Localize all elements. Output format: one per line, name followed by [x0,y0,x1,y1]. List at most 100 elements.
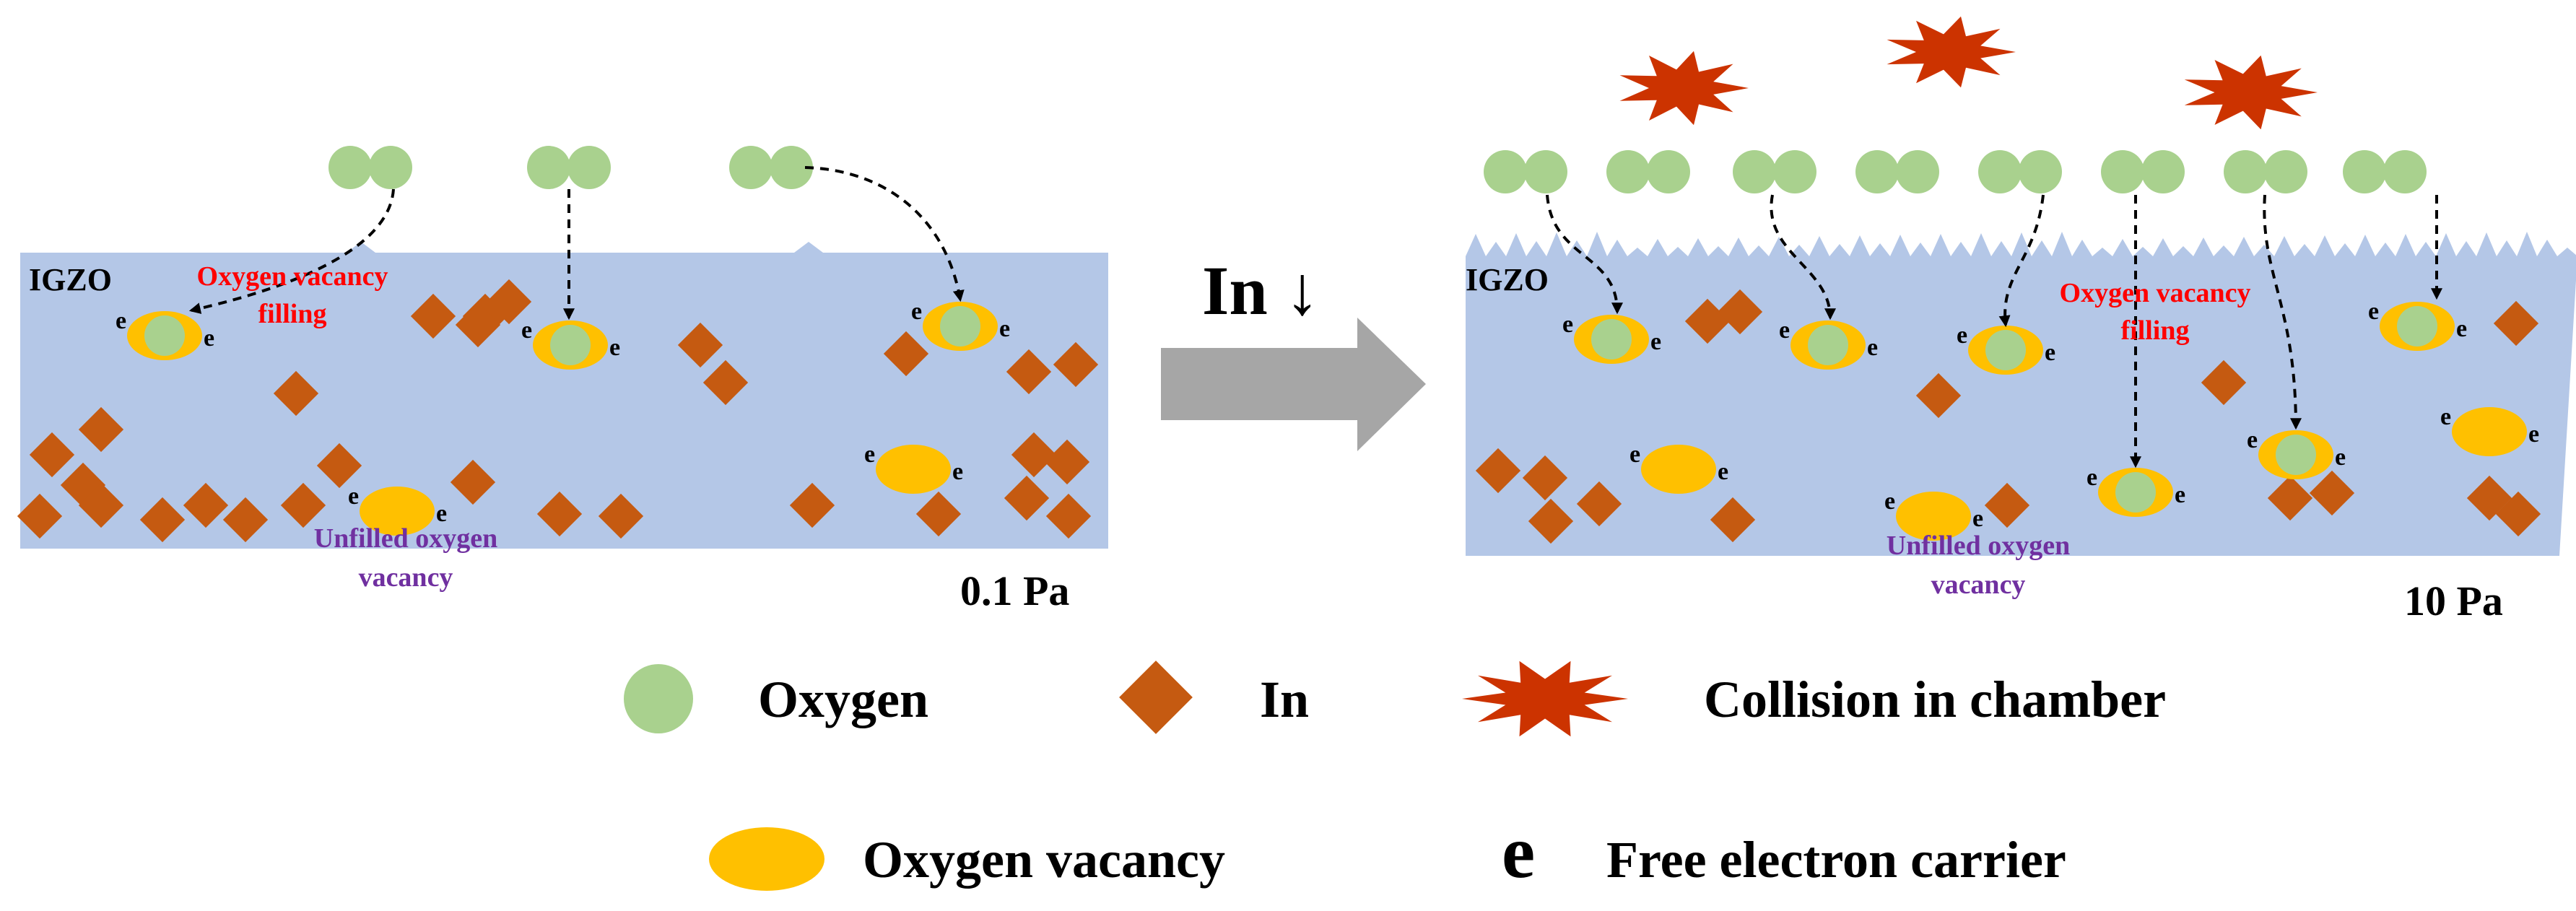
filled-oxygen [1591,319,1632,359]
filled-oxygen [144,315,185,356]
oxygen-atom [369,146,412,189]
oxygen-atom [2019,150,2062,193]
oxygen-vacancy [2452,407,2527,456]
in-atom [139,497,186,543]
collision-burst [1887,16,2016,88]
transition-label: In ↓ [1202,252,1320,329]
oxygen-atom [770,146,813,189]
in-atom [2309,470,2355,516]
filled-oxygen [550,325,591,365]
in-atom [316,443,362,489]
oxygen-atom [2101,150,2144,193]
electron-label: e [999,315,1010,342]
diffusion-arrow [1998,194,2045,328]
left-unfilled-label: Unfilled oxygen [314,523,497,554]
left-igzo-layer [20,242,1108,549]
legend: Oxygen In Collision in chamber Oxygen va… [624,661,2166,894]
electron-label: e [2456,315,2467,342]
oxygen-atom [1484,150,1527,193]
collision-burst [1462,661,1628,737]
in-atom [1576,481,1622,527]
filled-oxygen [2397,306,2437,346]
right-igzo-label: IGZO [1466,262,1549,297]
oxygen-atom [2141,150,2185,193]
in-atom [183,482,229,528]
transition-arrow [1161,318,1426,451]
electron-label: e [1884,488,1895,515]
in-atom [1475,448,1521,494]
left-diffusion-arrows [188,166,965,321]
in-atom [1004,475,1050,521]
in-atom [915,491,962,537]
in-atom [273,370,319,417]
left-surface-oxygen [328,146,813,189]
legend-electron-icon: e [1502,811,1535,894]
left-unfilled-label-2: vacancy [359,562,453,593]
in-atom [410,293,456,339]
left-pressure-label: 0.1 Pa [960,567,1069,614]
electron-label: e [609,334,620,361]
oxygen-atom [1647,150,1690,193]
right-filling-label: Oxygen vacancy [2060,278,2251,308]
oxygen-vacancy [360,487,435,536]
oxygen-atom [1524,150,1567,193]
legend-vacancy-icon [709,827,824,891]
electron-label: e [1779,317,1790,344]
legend-in-label: In [1260,671,1309,728]
oxygen-vacancy [1641,445,1716,494]
legend-collision-label: Collision in chamber [1704,671,2166,728]
in-atom [536,491,583,537]
electron-label: e [1718,458,1728,485]
oxygen-atom [1896,150,1939,193]
in-atom [598,493,644,539]
diffusion-arrow [188,188,395,314]
in-atom [1528,498,1574,544]
oxygen-atom [1773,150,1816,193]
electron-label: e [2175,481,2185,508]
electron-label: e [952,458,963,485]
right-unfilled-label-2: vacancy [1931,570,2026,600]
diffusion-arrow [1770,194,1836,321]
in-atom [1710,497,1756,543]
in-atom [29,432,75,478]
electron-label: e [2045,339,2055,366]
filled-oxygen [1808,325,1848,365]
oxygen-atom [2224,150,2267,193]
collision-burst [1619,51,1749,126]
filled-oxygen [2115,472,2156,513]
oxygen-vacancy [1896,492,1971,541]
left-filling-label: Oxygen vacancy [197,261,388,292]
in-atom [1011,432,1057,478]
electron-label: e [116,308,126,334]
electron-label: e [2440,404,2451,430]
oxygen-atom [1733,150,1776,193]
in-atom [1045,493,1092,539]
oxygen-atom [1606,150,1650,193]
left-in-atoms [17,279,1099,543]
filled-oxygen [1985,330,2026,370]
electron-label: e [2247,427,2258,453]
oxygen-atom [567,146,611,189]
in-atom [78,482,124,528]
electron-label: e [2528,421,2539,448]
collision-burst [2184,55,2318,130]
in-atom [2267,475,2313,521]
electron-label: e [1629,441,1640,468]
in-atom [1044,439,1090,485]
in-atom [702,359,749,406]
legend-in-icon [1119,661,1193,734]
oxygen-atom [2264,150,2307,193]
legend-electron-label: Free electron carrier [1606,831,2066,889]
in-atom [2495,491,2541,537]
oxygen-atom [527,146,570,189]
transition: In ↓ [1161,252,1426,451]
right-diffusion-arrows [1546,194,2442,468]
oxygen-atom [2343,150,2386,193]
in-atom [17,493,63,539]
right-pressure-label: 10 Pa [2404,577,2503,624]
in-atom [78,406,124,453]
